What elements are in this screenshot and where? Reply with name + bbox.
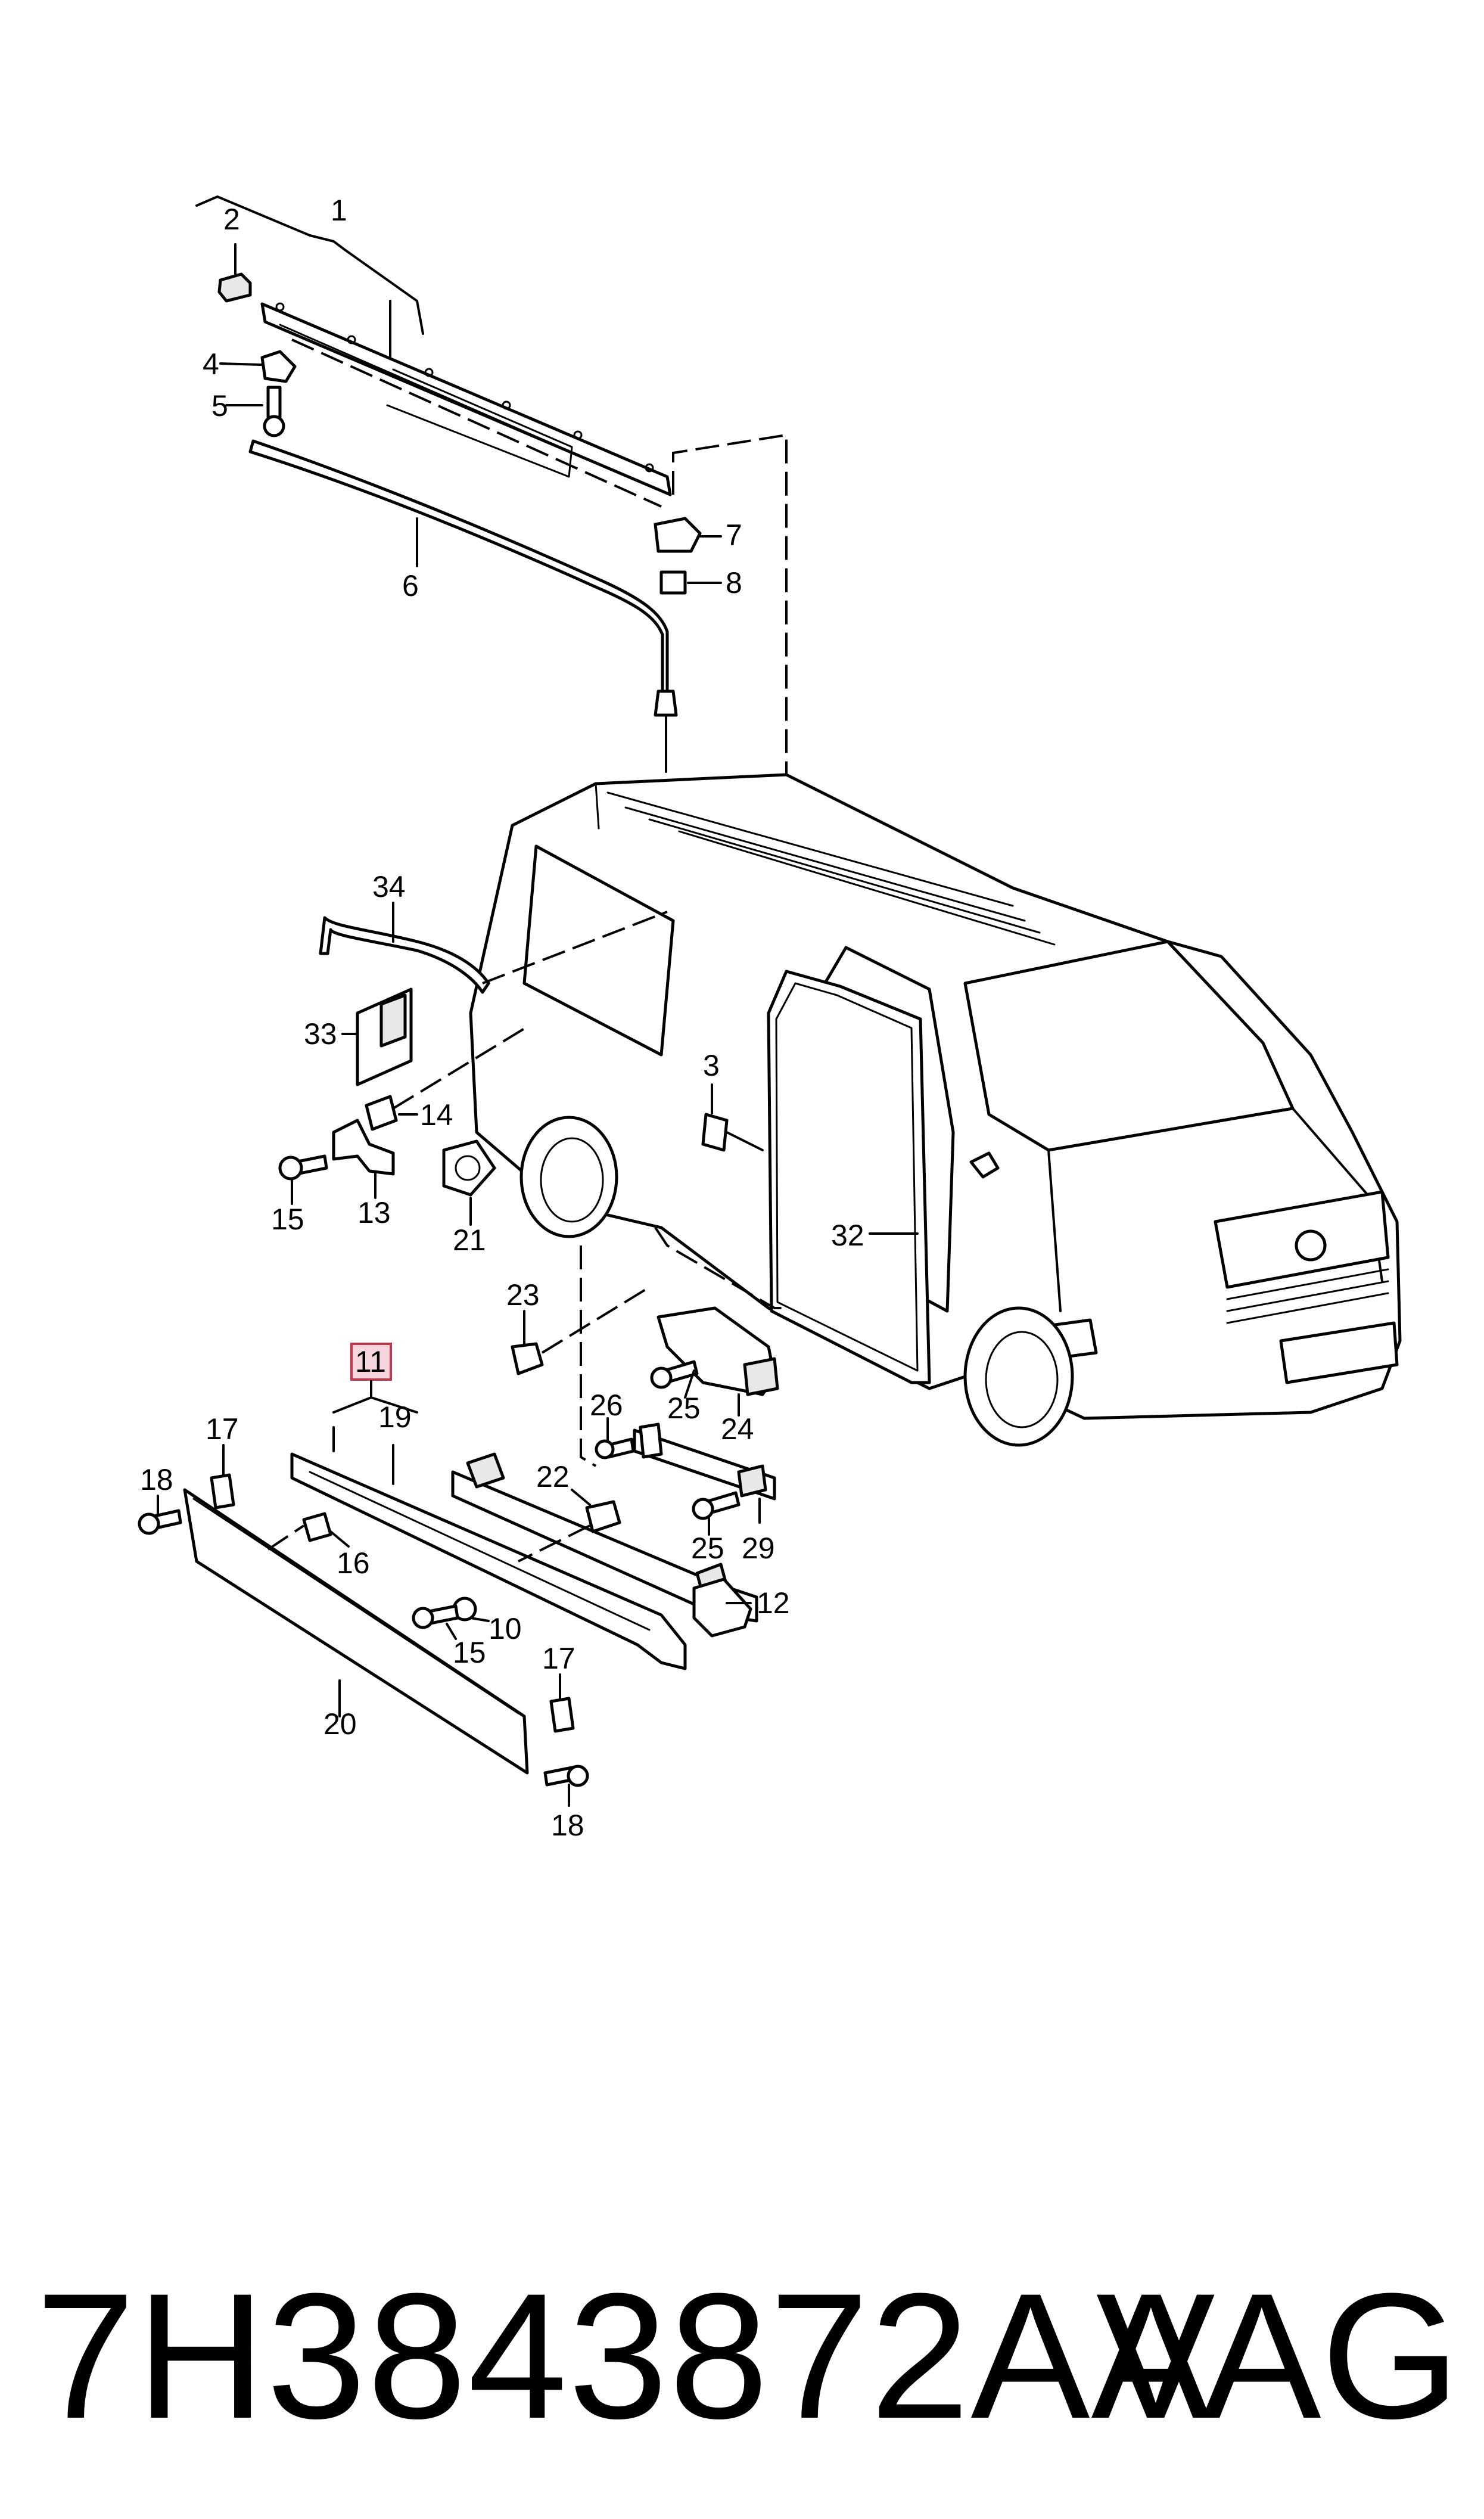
clip-16 <box>302 1512 350 1548</box>
bracket-12 <box>692 1577 752 1638</box>
callout-18b: 18 <box>551 1809 584 1842</box>
callout-6: 6 <box>402 569 419 602</box>
highlighted-part-box <box>350 1343 392 1381</box>
bolt-15b <box>412 1604 459 1640</box>
callout-22: 22 <box>536 1460 570 1493</box>
callout-25b: 25 <box>691 1532 724 1565</box>
seal-34 <box>319 902 668 994</box>
callout-12: 12 <box>757 1586 790 1620</box>
parts-exploded-diagram: 1 2 4 5 6 7 8 34 33 14 15 13 21 3 32 23 … <box>138 194 1402 1842</box>
callout-19: 19 <box>378 1400 412 1434</box>
bracket-33 <box>341 987 413 1086</box>
plate-3 <box>701 1083 764 1152</box>
cover-panel-20 <box>183 1488 529 1775</box>
link-29 <box>633 1422 776 1524</box>
callout-14: 14 <box>420 1098 453 1132</box>
van-outline <box>469 773 1402 1447</box>
callout-3: 3 <box>703 1049 720 1082</box>
callout-25a: 25 <box>667 1391 701 1425</box>
callout-24: 24 <box>721 1412 754 1446</box>
callout-32: 32 <box>831 1219 864 1252</box>
callout-1: 1 <box>331 194 347 227</box>
bolt-18b <box>543 1765 589 1807</box>
callout-26: 26 <box>590 1389 623 1422</box>
part-number: 7H3843872AA <box>36 2256 1212 2456</box>
bolt-25a <box>650 1360 699 1399</box>
callout-8: 8 <box>726 566 742 600</box>
door-seal-32 <box>767 970 931 1384</box>
mount-21 <box>442 1139 496 1226</box>
callout-4: 4 <box>203 347 219 381</box>
bolt-18a <box>138 1495 182 1535</box>
callout-33: 33 <box>304 1017 337 1051</box>
stop-23 <box>511 1286 651 1375</box>
callout-10: 10 <box>489 1612 522 1645</box>
callout-18a: 18 <box>140 1463 173 1496</box>
callout-5: 5 <box>211 389 228 423</box>
bolt-5 <box>225 386 285 437</box>
callout-29: 29 <box>742 1532 775 1565</box>
callout-2: 2 <box>223 203 240 236</box>
bolt-26 <box>595 1417 635 1459</box>
callout-13: 13 <box>357 1196 391 1229</box>
callout-11: 11 <box>355 1345 386 1378</box>
end-cap <box>217 243 252 303</box>
callout-20: 20 <box>323 1707 357 1741</box>
nut-8 <box>659 570 722 595</box>
callout-34: 34 <box>372 870 406 903</box>
callout-17b: 17 <box>542 1642 575 1675</box>
bracket-24 <box>657 1306 779 1417</box>
upper-guide-rail <box>195 195 672 508</box>
callout-7: 7 <box>726 518 742 552</box>
clip-17a <box>210 1444 235 1509</box>
callout-15a: 15 <box>271 1203 304 1236</box>
brand-label: VAG <box>1096 2256 1460 2456</box>
callout-17a: 17 <box>206 1412 239 1446</box>
roller-22 <box>518 1489 621 1563</box>
washer-10 <box>452 1596 490 1622</box>
callout-15b: 15 <box>453 1636 486 1669</box>
seal-strip-6 <box>248 439 678 773</box>
callout-23: 23 <box>506 1278 540 1312</box>
clip-17b <box>549 1673 575 1733</box>
bracket-7 <box>654 517 722 553</box>
callout-21: 21 <box>453 1223 486 1257</box>
clip-4 <box>219 350 297 383</box>
bolt-15a <box>278 1154 328 1205</box>
bolt-25b <box>692 1491 741 1536</box>
bracket-13 <box>332 1119 395 1199</box>
callout-16: 16 <box>337 1546 370 1580</box>
bushing-14 <box>365 1024 531 1131</box>
